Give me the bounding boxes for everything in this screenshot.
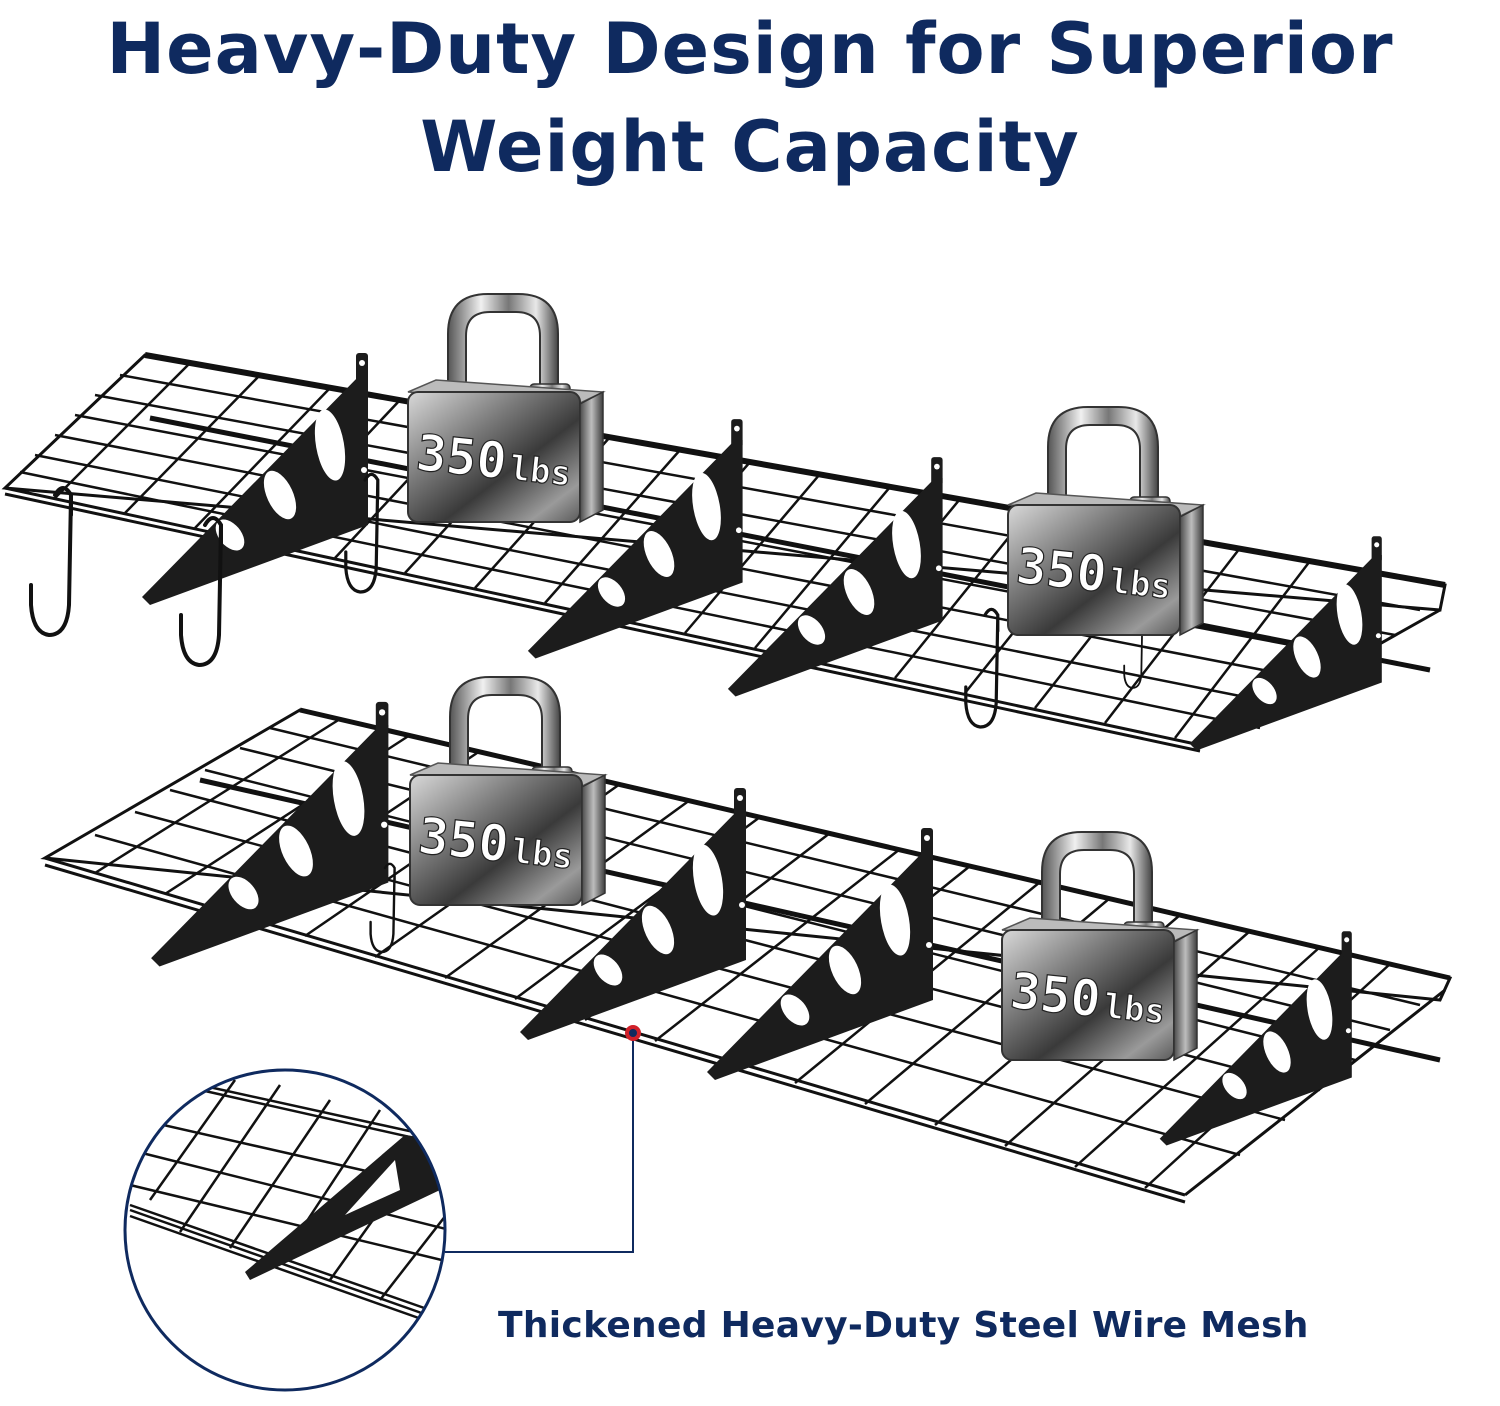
weight-350-icon: 350lbs	[1001, 831, 1198, 1061]
weight-350-icon: 350lbs	[409, 676, 606, 906]
svg-text:350lbs: 350lbs	[1014, 537, 1175, 611]
svg-text:350lbs: 350lbs	[1008, 962, 1169, 1036]
svg-text:350lbs: 350lbs	[416, 807, 577, 881]
callout-caption: Thickened Heavy-Duty Steel Wire Mesh	[498, 1305, 1309, 1346]
hook-icon	[29, 486, 73, 637]
svg-text:350lbs: 350lbs	[414, 424, 575, 498]
magnifier-circle	[123, 1068, 447, 1392]
upper-shelf: 350lbs 350lbs	[1, 293, 1447, 753]
magnified-mesh-detail	[123, 1068, 447, 1392]
weight-350-icon: 350lbs	[407, 293, 604, 523]
callout-connector	[445, 1025, 641, 1253]
page-title: Heavy-Duty Design for Superior Weight Ca…	[0, 0, 1500, 196]
weight-350-icon: 350lbs	[1007, 406, 1204, 636]
title-line-2: Weight Capacity	[420, 106, 1080, 188]
lower-shelf: 350lbs 350lbs	[40, 676, 1453, 1204]
title-line-1: Heavy-Duty Design for Superior	[106, 8, 1394, 90]
